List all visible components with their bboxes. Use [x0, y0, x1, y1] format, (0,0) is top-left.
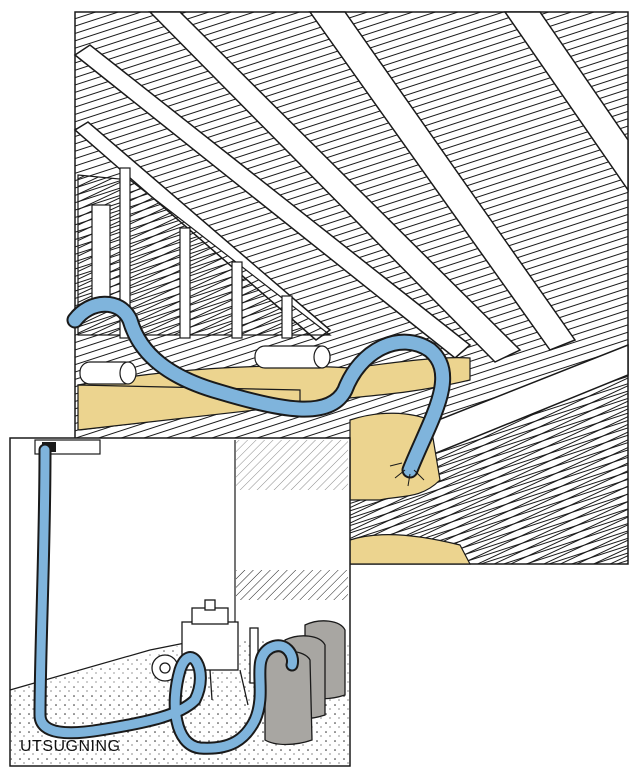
inset-panel — [10, 438, 350, 766]
illustration-caption: UTSUGNING — [20, 738, 121, 756]
